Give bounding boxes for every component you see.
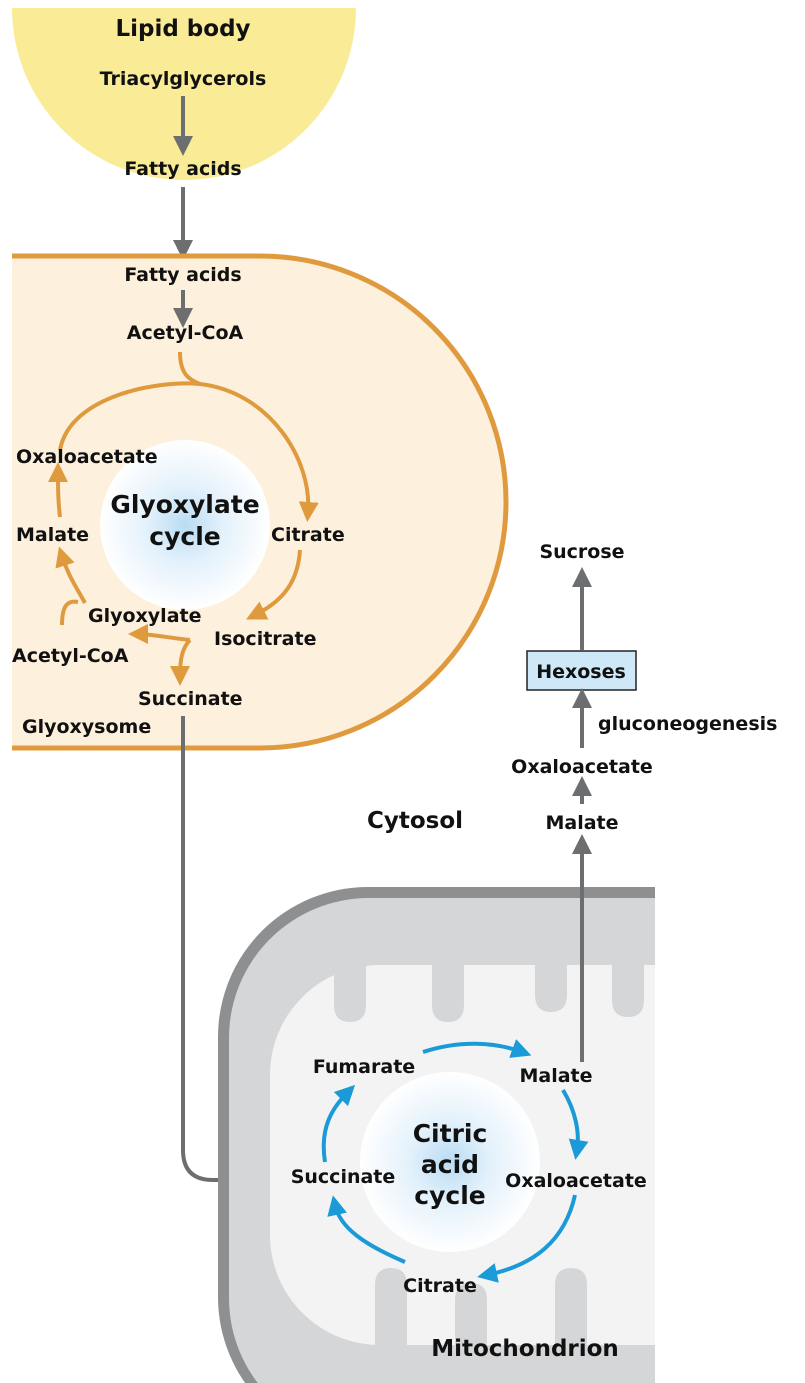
cytosol-hexoses-label: Hexoses [536, 661, 626, 683]
glyoxysome-citrate-label: Citrate [271, 524, 345, 546]
glyoxysome-acetyl-coa-bottom-label: Acetyl-CoA [12, 645, 129, 667]
mitochondrion-title: Mitochondrion [431, 1336, 619, 1362]
mito-succinate-label: Succinate [291, 1166, 396, 1188]
citric-acid-cycle-label-line1: Citric [413, 1119, 488, 1148]
crista-top-2 [432, 950, 464, 1022]
glyoxysome-acetyl-coa-top-label: Acetyl-CoA [127, 322, 244, 344]
glyoxysome-malate-label: Malate [16, 524, 89, 546]
glyoxysome-glyoxylate-label: Glyoxylate [88, 605, 202, 627]
cytosol-gluconeogenesis-label: gluconeogenesis [598, 713, 777, 735]
crista-top-4 [612, 950, 644, 1017]
glyoxysome-isocitrate-label: Isocitrate [214, 628, 316, 650]
crista-top-3 [535, 950, 567, 1012]
mito-oxaloacetate-label: Oxaloacetate [505, 1170, 647, 1192]
glyoxylate-cycle-label-line1: Glyoxylate [110, 490, 259, 519]
glyoxysome-title: Glyoxysome [22, 716, 151, 738]
arrow-malate-to-oxaloacetate [58, 472, 60, 517]
crista-top-1 [334, 955, 366, 1022]
lipid-body-title: Lipid body [115, 16, 250, 42]
right-margin [655, 880, 805, 1383]
glyoxysome-succinate-label: Succinate [138, 688, 243, 710]
glyoxysome-fatty-acids-label: Fatty acids [124, 264, 241, 286]
citric-acid-cycle-label-line2: acid [421, 1150, 479, 1179]
cytosol-sucrose-label: Sucrose [539, 541, 624, 563]
cytosol-malate-label: Malate [545, 812, 618, 834]
triacylglycerols-label: Triacylglycerols [100, 68, 267, 90]
glyoxysome-oxaloacetate-label: Oxaloacetate [16, 446, 158, 468]
glyoxylate-cycle-label-line2: cycle [149, 522, 220, 551]
citric-acid-cycle-label-line3: cycle [414, 1181, 485, 1210]
cytosol-oxaloacetate-label: Oxaloacetate [511, 756, 653, 778]
mito-malate-label: Malate [519, 1065, 592, 1087]
mito-fumarate-label: Fumarate [313, 1056, 415, 1078]
mito-citrate-label: Citrate [403, 1275, 477, 1297]
lipid-fatty-acids-label: Fatty acids [124, 158, 241, 180]
cytosol-title: Cytosol [367, 808, 463, 834]
